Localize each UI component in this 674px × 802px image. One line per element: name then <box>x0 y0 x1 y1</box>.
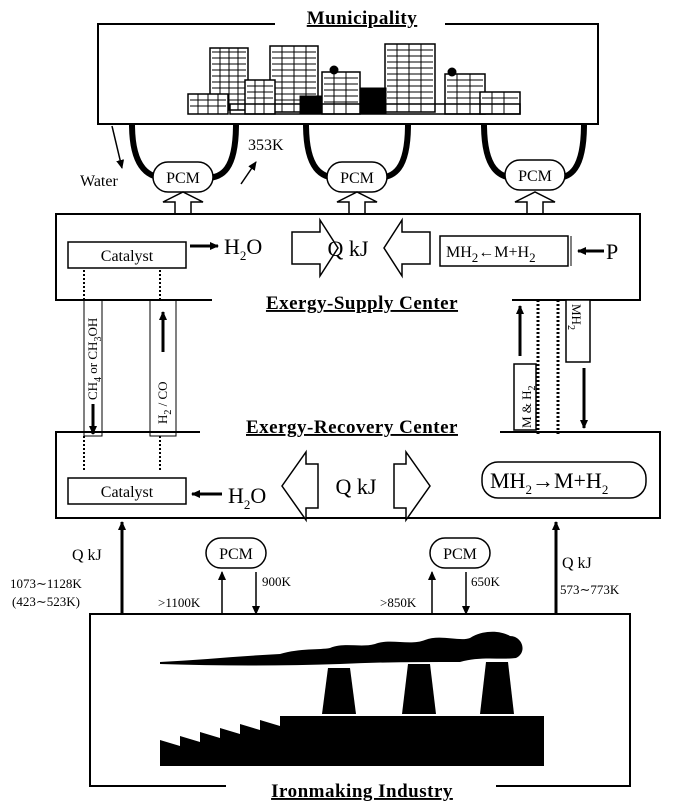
recovery-q: Q kJ <box>336 474 377 499</box>
supply-arrow-left <box>384 220 430 276</box>
recovery-h2o: H2O <box>228 483 266 512</box>
pcm-top-2: PCM <box>327 162 387 192</box>
temp-353k-arrow <box>241 162 256 184</box>
hollow-up-arrows <box>163 192 555 214</box>
recovery-arrow-left <box>282 452 318 520</box>
supply-reaction: MH2←M+H2 <box>440 236 571 266</box>
supply-q: Q kJ <box>328 236 369 261</box>
temp-left-1: 1073∼1128K <box>10 576 82 591</box>
temp-353k: 353K <box>248 137 284 154</box>
q-right: Q kJ <box>562 555 592 572</box>
svg-text:PCM: PCM <box>219 546 253 563</box>
temp-1100: >1100K <box>158 595 201 610</box>
recovery-catalyst: Catalyst <box>68 478 186 504</box>
temp-left-2: (423∼523K) <box>12 594 80 609</box>
pcm-bottom-2: PCM <box>430 538 490 568</box>
water-arrow <box>112 126 122 168</box>
municipality-title: Municipality <box>307 8 418 29</box>
h2co-label: H2 / CO <box>155 381 174 424</box>
temp-650: 650K <box>471 574 501 589</box>
recovery-title: Exergy-Recovery Center <box>246 417 458 438</box>
supply-h2o: H2O <box>224 234 262 263</box>
recovery-arrow-right <box>394 452 430 520</box>
temp-850: >850K <box>380 595 417 610</box>
pcm-top-3: PCM <box>505 160 565 190</box>
svg-text:Catalyst: Catalyst <box>101 484 154 501</box>
water-label: Water <box>80 173 118 190</box>
svg-text:PCM: PCM <box>340 170 374 187</box>
pressure-label: P <box>606 239 618 264</box>
factory-illustration <box>160 632 544 766</box>
supply-catalyst: Catalyst <box>68 242 186 268</box>
q-left: Q kJ <box>72 547 102 564</box>
supply-title: Exergy-Supply Center <box>266 293 458 314</box>
svg-text:MH2→M+H2: MH2→M+H2 <box>490 468 608 497</box>
svg-text:PCM: PCM <box>443 546 477 563</box>
city-skyline <box>188 44 520 114</box>
svg-text:PCM: PCM <box>518 168 552 185</box>
industry-title: Ironmaking Industry <box>271 781 453 802</box>
ironmaking-box: Ironmaking Industry <box>90 614 630 802</box>
svg-text:Catalyst: Catalyst <box>101 248 154 265</box>
ch4-label: CH4 or CH3OH <box>85 318 104 400</box>
temp-900: 900K <box>262 574 292 589</box>
temp-right: 573∼773K <box>560 582 620 597</box>
recovery-reaction: MH2→M+H2 <box>482 462 646 498</box>
pcm-bottom-1: PCM <box>206 538 266 568</box>
svg-text:PCM: PCM <box>166 170 200 187</box>
pcm-top-1: PCM <box>153 162 213 192</box>
